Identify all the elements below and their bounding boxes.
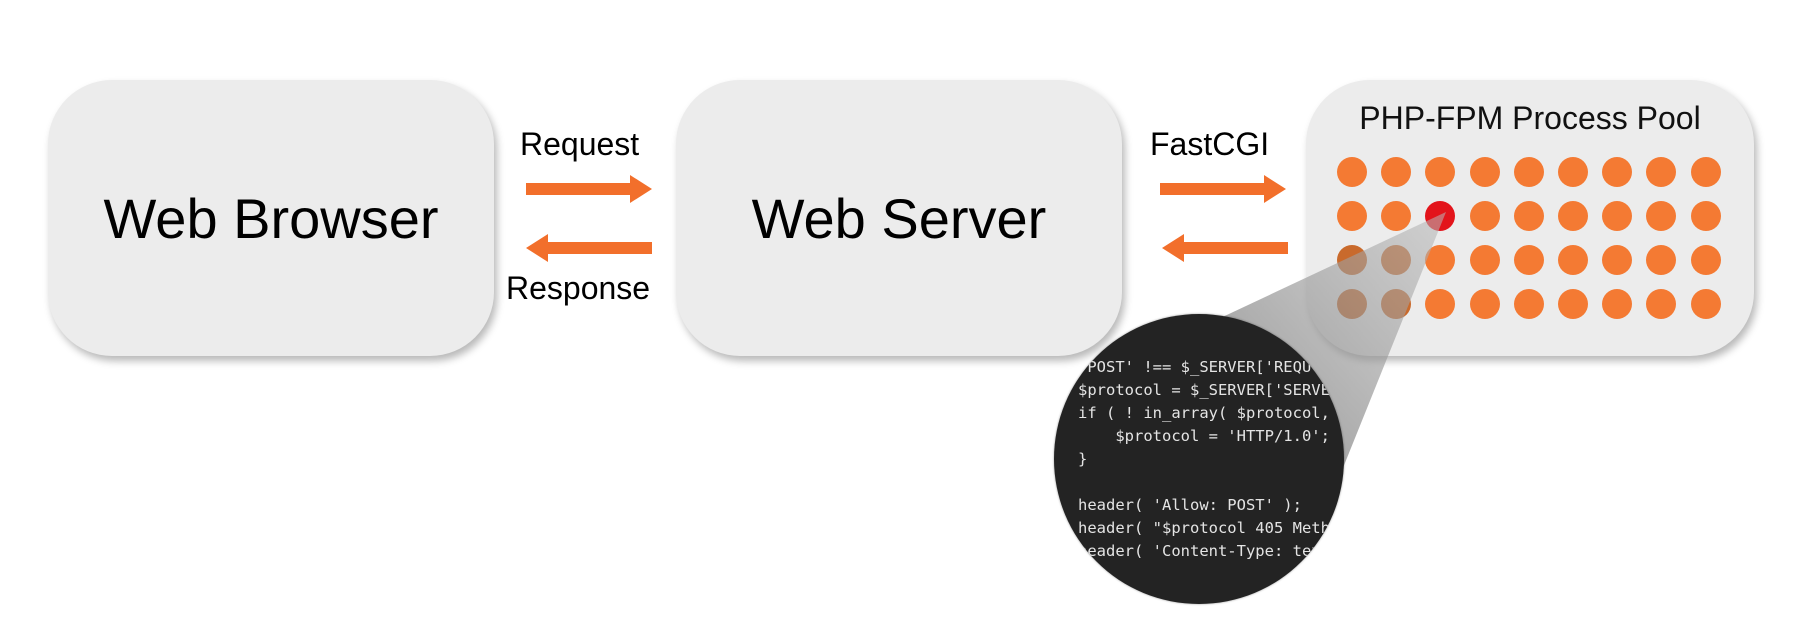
process-dot xyxy=(1425,289,1456,319)
process-dot xyxy=(1602,289,1633,319)
process-dot xyxy=(1381,157,1412,187)
code-line: 'POST' !== $_SERVER['REQU xyxy=(1078,358,1312,376)
process-dot xyxy=(1602,201,1633,231)
web-browser-label: Web Browser xyxy=(103,186,439,250)
php-fpm-pool-title: PHP-FPM Process Pool xyxy=(1359,100,1701,136)
process-dot xyxy=(1469,201,1500,231)
process-dot xyxy=(1381,201,1412,231)
fastcgi-arrow-icon xyxy=(1160,175,1286,203)
process-dot xyxy=(1513,289,1544,319)
web-browser-node: Web Browser xyxy=(48,80,494,356)
process-dot xyxy=(1646,157,1677,187)
process-dot xyxy=(1425,157,1456,187)
process-dot xyxy=(1469,157,1500,187)
code-snippet: 'POST' !== $_SERVER['REQU $protocol = $_S… xyxy=(1078,356,1344,586)
process-grid xyxy=(1337,157,1737,337)
process-dot xyxy=(1646,289,1677,319)
web-server-label: Web Server xyxy=(751,186,1047,250)
code-magnifier: 'POST' !== $_SERVER['REQU $protocol = $_S… xyxy=(1054,314,1344,604)
code-line: } xyxy=(1078,450,1088,468)
process-dot xyxy=(1690,201,1721,231)
code-line: if ( ! in_array( $protocol, a xyxy=(1078,404,1344,422)
process-dot-dimmed xyxy=(1337,289,1367,319)
request-label: Request xyxy=(520,126,640,162)
code-line: header( 'Content-Type: tex xyxy=(1078,542,1321,560)
code-line xyxy=(1078,471,1344,494)
fastcgi-label: FastCGI xyxy=(1150,126,1270,162)
code-line: header( 'Allow: POST' ); xyxy=(1078,496,1302,514)
process-dot-dimmed xyxy=(1337,245,1367,275)
process-dot xyxy=(1602,245,1633,275)
process-dot-active xyxy=(1425,201,1456,231)
process-dot xyxy=(1690,245,1721,275)
request-arrow-icon xyxy=(526,175,652,203)
process-dot xyxy=(1513,157,1544,187)
code-line: $protocol = 'HTTP/1.0'; xyxy=(1078,427,1330,445)
code-line: header( "$protocol 405 Metho xyxy=(1078,519,1340,537)
web-server-node: Web Server xyxy=(676,80,1122,356)
process-dot xyxy=(1425,245,1456,275)
process-dot xyxy=(1558,201,1588,231)
fastcgi-return-arrow-icon xyxy=(1162,234,1288,262)
process-dot-dimmed xyxy=(1381,289,1412,319)
process-dot xyxy=(1513,201,1544,231)
process-dot xyxy=(1469,289,1500,319)
process-dot xyxy=(1602,157,1633,187)
process-dot xyxy=(1646,245,1677,275)
response-arrow-icon xyxy=(526,234,652,262)
process-dot xyxy=(1513,245,1544,275)
process-dot xyxy=(1558,245,1588,275)
process-dot xyxy=(1558,157,1588,187)
process-dot xyxy=(1690,157,1721,187)
process-dot xyxy=(1690,289,1721,319)
process-dot xyxy=(1558,289,1588,319)
code-line: ... xyxy=(1078,565,1116,583)
process-dot xyxy=(1337,201,1367,231)
process-dot xyxy=(1337,157,1367,187)
process-dot xyxy=(1469,245,1500,275)
process-dot-dimmed xyxy=(1381,245,1412,275)
process-dot xyxy=(1646,201,1677,231)
response-label: Response xyxy=(506,270,651,306)
code-line: $protocol = $_SERVER['SERVER xyxy=(1078,381,1340,399)
